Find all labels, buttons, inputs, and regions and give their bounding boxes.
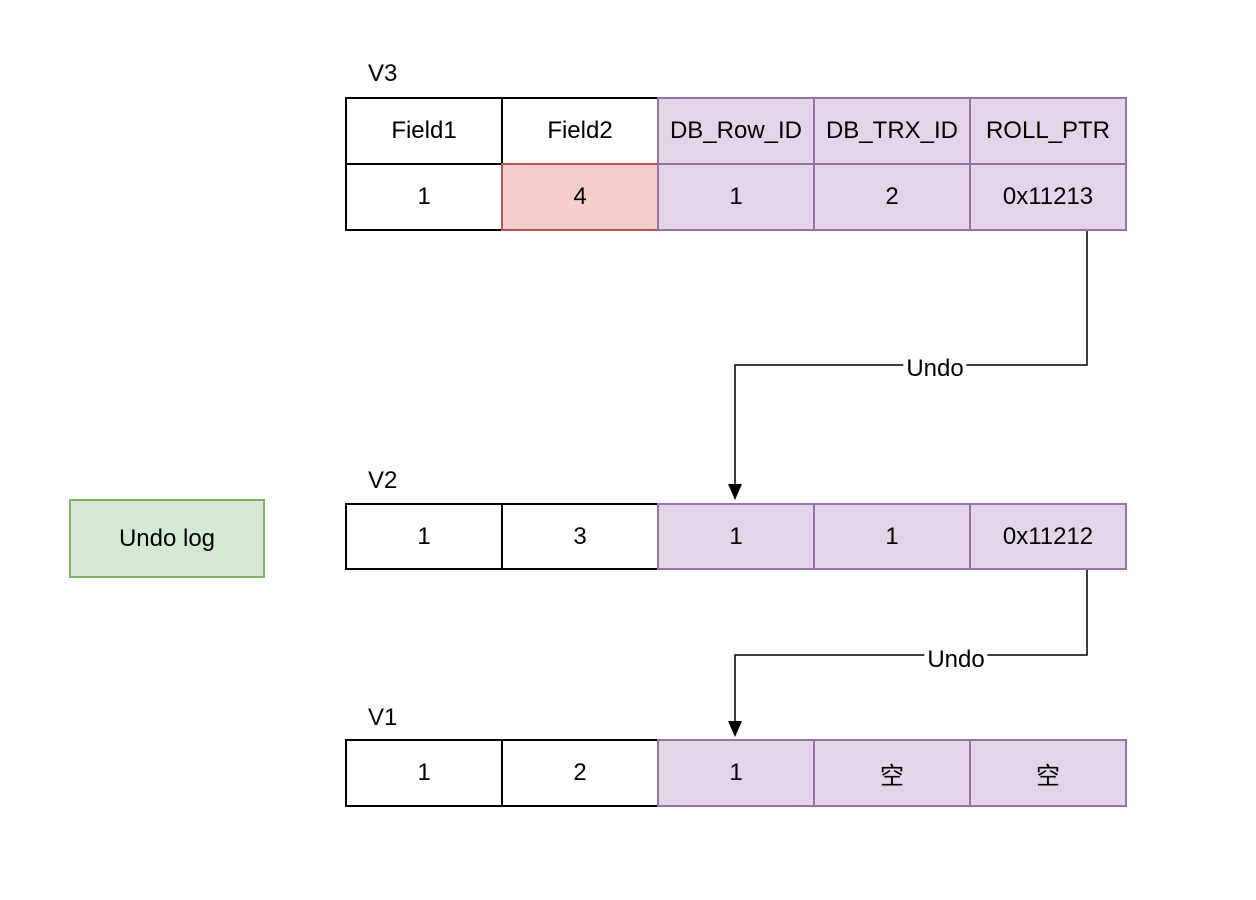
table-v1: 1 2 1 空 空: [345, 739, 1127, 807]
v1-cell-field1: 1: [345, 739, 503, 807]
v1-cell-roll-ptr: 空: [969, 739, 1127, 807]
v3-cell-field1: 1: [345, 163, 503, 231]
v3-header-field1: Field1: [345, 97, 503, 165]
arrowhead-down-icon: [728, 721, 742, 737]
v3-cell-db-row-id: 1: [657, 163, 815, 231]
v3-header-field2: Field2: [501, 97, 659, 165]
v1-cell-db-row-id: 1: [657, 739, 815, 807]
v3-header-roll-ptr: ROLL_PTR: [969, 97, 1127, 165]
arrowhead-down-icon: [728, 484, 742, 500]
table-v3-header-row: Field1 Field2 DB_Row_ID DB_TRX_ID ROLL_P…: [345, 97, 1127, 165]
v2-cell-field2: 3: [501, 503, 659, 570]
v3-header-db-row-id: DB_Row_ID: [657, 97, 815, 165]
v2-cell-db-row-id: 1: [657, 503, 815, 570]
v2-cell-db-trx-id: 1: [813, 503, 971, 570]
v1-cell-db-trx-id: 空: [813, 739, 971, 807]
undo-arrow-v2-to-v1: [728, 570, 1088, 737]
v2-cell-roll-ptr: 0x11212: [969, 503, 1127, 570]
version-label-v1: V1: [368, 704, 398, 731]
undo-arrow-v2-to-v1-line: [734, 570, 1088, 723]
edge-label-undo-1: Undo: [903, 355, 967, 383]
table-v2: 1 3 1 1 0x11212: [345, 503, 1127, 570]
table-v3-data-row: 1 4 1 2 0x11213: [345, 163, 1127, 231]
v1-cell-field2: 2: [501, 739, 659, 807]
v2-cell-field1: 1: [345, 503, 503, 570]
table-v3: Field1 Field2 DB_Row_ID DB_TRX_ID ROLL_P…: [345, 97, 1127, 231]
undo-log-box: Undo log: [69, 499, 265, 578]
edge-label-undo-2: Undo: [924, 646, 988, 674]
table-v2-data-row: 1 3 1 1 0x11212: [345, 503, 1127, 570]
v3-header-db-trx-id: DB_TRX_ID: [813, 97, 971, 165]
table-v1-data-row: 1 2 1 空 空: [345, 739, 1127, 807]
undo-log-label: Undo log: [118, 524, 216, 552]
v3-cell-db-trx-id: 2: [813, 163, 971, 231]
version-label-v3: V3: [368, 60, 398, 87]
version-label-v2: V2: [368, 467, 398, 494]
v3-cell-roll-ptr: 0x11213: [969, 163, 1127, 231]
v3-cell-field2-highlighted: 4: [501, 163, 659, 231]
